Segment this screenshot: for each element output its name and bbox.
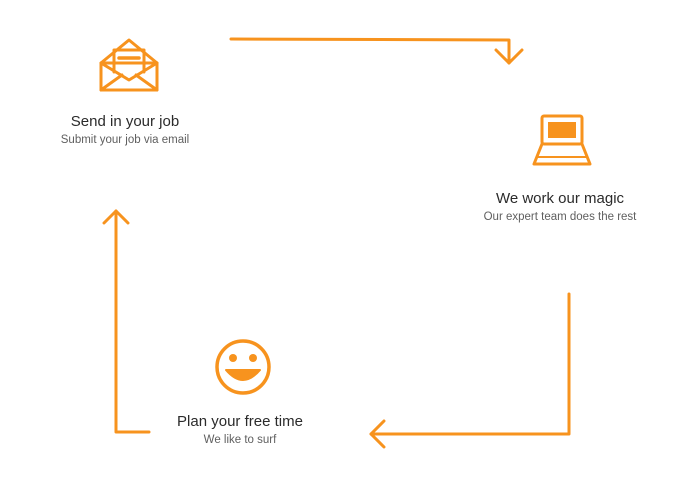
step-plan-free-time: Plan your free time We like to surf bbox=[160, 412, 320, 448]
laptop-icon bbox=[532, 114, 592, 166]
step-title: Plan your free time bbox=[177, 413, 303, 430]
step-send-job: Send in your job Submit your job via ema… bbox=[40, 112, 210, 148]
step-subtitle: We like to surf bbox=[203, 434, 277, 446]
step-title: We work our magic bbox=[495, 190, 625, 207]
arrow-plan-to-send bbox=[102, 209, 151, 434]
step-subtitle: Our expert team does the rest bbox=[483, 211, 637, 223]
smiley-icon bbox=[215, 339, 271, 395]
envelope-icon bbox=[99, 38, 159, 92]
step-work-magic: We work our magic Our expert team does t… bbox=[470, 189, 650, 225]
step-title: Send in your job bbox=[70, 113, 180, 130]
arrow-magic-to-plan bbox=[369, 292, 571, 449]
step-subtitle: Submit your job via email bbox=[60, 134, 190, 146]
arrow-send-to-magic bbox=[229, 37, 524, 65]
